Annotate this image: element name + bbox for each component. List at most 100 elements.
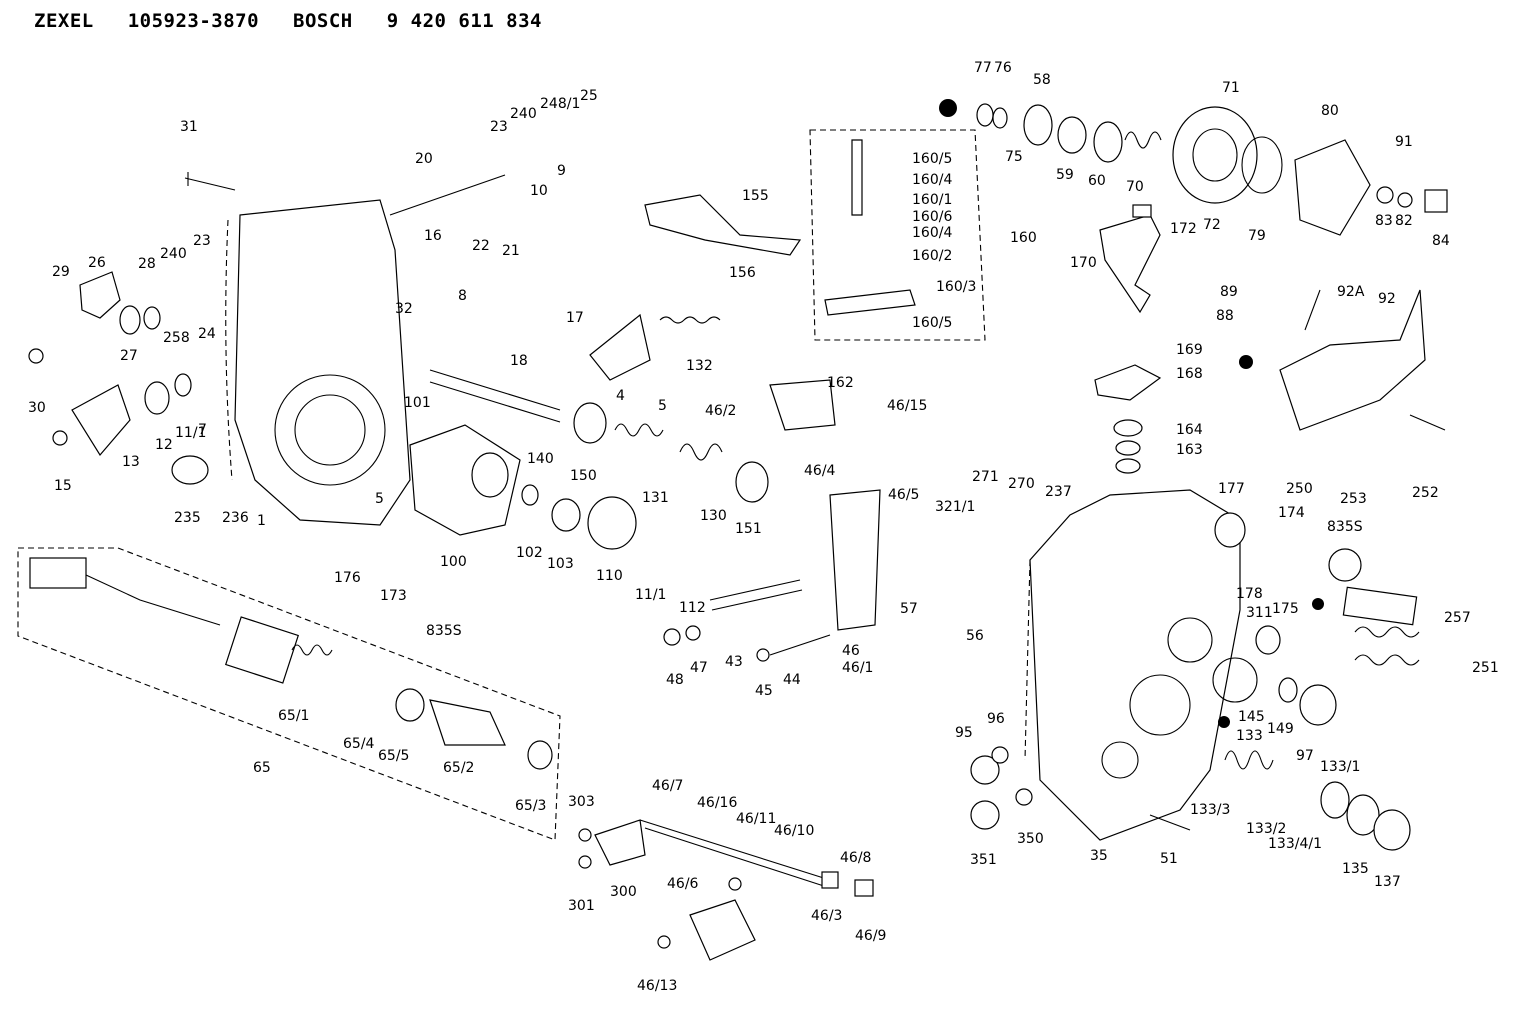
- callout-160-3: 160/3: [936, 279, 976, 295]
- callout-83: 83: [1375, 213, 1393, 229]
- zexel-part-number: 105923-3870: [127, 10, 260, 32]
- callout-176: 176: [334, 570, 361, 586]
- callout-46-5: 46/5: [888, 487, 919, 503]
- callout-65-2: 65/2: [443, 760, 474, 776]
- callout-12: 12: [155, 437, 173, 453]
- callout-250: 250: [1286, 481, 1313, 497]
- callout-9: 9: [557, 163, 566, 179]
- callout-5: 5: [375, 491, 384, 507]
- callout-91: 91: [1395, 134, 1413, 150]
- callout-170: 170: [1070, 255, 1097, 271]
- callout-177: 177: [1218, 481, 1245, 497]
- callout-174: 174: [1278, 505, 1305, 521]
- callout-160-2: 160/2: [912, 248, 952, 264]
- callout-75: 75: [1005, 149, 1023, 165]
- callout-271: 271: [972, 469, 999, 485]
- callout-44: 44: [783, 672, 801, 688]
- callout-160-1: 160/1: [912, 192, 952, 208]
- callout-178: 178: [1236, 586, 1263, 602]
- callout-96: 96: [987, 711, 1005, 727]
- callout-160-4: 160/4: [912, 172, 952, 188]
- callout-46-1: 46/1: [842, 660, 873, 676]
- callout-30: 30: [28, 400, 46, 416]
- callout-130: 130: [700, 508, 727, 524]
- callout-237: 237: [1045, 484, 1072, 500]
- callout-27: 27: [120, 348, 138, 364]
- callout-43: 43: [725, 654, 743, 670]
- callout-7: 7: [198, 422, 207, 438]
- callout-311: 311: [1246, 605, 1273, 621]
- callout-46-6: 46/6: [667, 876, 699, 892]
- callout-46-3: 46/3: [811, 908, 842, 924]
- callout-301: 301: [568, 898, 595, 914]
- callout-100: 100: [440, 554, 467, 570]
- callout-95: 95: [955, 725, 973, 741]
- callout-11-1: 11/1: [635, 587, 666, 603]
- callout-149: 149: [1267, 721, 1294, 737]
- callout-46-10: 46/10: [774, 823, 814, 839]
- solenoid-group-box: [17, 547, 561, 841]
- callout-160-6: 160/6: [912, 209, 952, 225]
- callout-23: 23: [490, 119, 508, 135]
- callout-17: 17: [566, 310, 584, 326]
- callout-46-7: 46/7: [652, 778, 683, 794]
- pump-housing: [234, 199, 411, 526]
- callout-252: 252: [1412, 485, 1439, 501]
- callout-150: 150: [570, 468, 597, 484]
- callout-46-2: 46/2: [705, 403, 736, 419]
- callout-72: 72: [1203, 217, 1221, 233]
- callout-24: 24: [198, 326, 216, 342]
- governor-detail-box: [809, 129, 986, 341]
- callout-101: 101: [404, 395, 431, 411]
- callout-58: 58: [1033, 72, 1051, 88]
- callout-4: 4: [616, 388, 625, 404]
- callout-151: 151: [735, 521, 762, 537]
- callout-28: 28: [138, 256, 156, 272]
- callout-350: 350: [1017, 831, 1044, 847]
- callout-251: 251: [1472, 660, 1499, 676]
- connector-plug: [29, 557, 87, 589]
- parts-artwork: [17, 99, 1448, 961]
- distributor-head: [1029, 489, 1241, 841]
- callout-258: 258: [163, 330, 190, 346]
- callout-131: 131: [642, 490, 669, 506]
- callout-160-5: 160/5: [912, 151, 952, 167]
- callout-59: 59: [1056, 167, 1074, 183]
- callout-79: 79: [1248, 228, 1266, 244]
- callout-82: 82: [1395, 213, 1413, 229]
- callout-10: 10: [530, 183, 548, 199]
- callout-88: 88: [1216, 308, 1234, 324]
- callout-300: 300: [610, 884, 637, 900]
- callout-25: 25: [580, 88, 598, 104]
- callout-46: 46: [842, 643, 860, 659]
- callout-20: 20: [415, 151, 433, 167]
- callout-48: 48: [666, 672, 684, 688]
- callout-65: 65: [253, 760, 271, 776]
- callout-270: 270: [1008, 476, 1035, 492]
- callout-32: 32: [395, 301, 413, 317]
- callout-65-1: 65/1: [278, 708, 309, 724]
- callout-46-8: 46/8: [840, 850, 871, 866]
- callout-5: 5: [658, 398, 667, 414]
- callout-160-5: 160/5: [912, 315, 952, 331]
- callout-70: 70: [1126, 179, 1144, 195]
- drive-shaft: [429, 369, 561, 423]
- header: ZEXEL 105923-3870 BOSCH 9 420 611 834: [34, 10, 542, 32]
- callout-835s: 835S: [426, 623, 462, 639]
- callout-60: 60: [1088, 173, 1106, 189]
- callout-248-1: 248/1: [540, 96, 580, 112]
- callout-16: 16: [424, 228, 442, 244]
- callout-112: 112: [679, 600, 706, 616]
- callout-21: 21: [502, 243, 520, 259]
- callout-46-4: 46/4: [804, 463, 836, 479]
- callout-23: 23: [193, 233, 211, 249]
- callout-65-4: 65/4: [343, 736, 375, 752]
- callout-92a: 92A: [1337, 284, 1365, 300]
- maker-bosch: BOSCH: [293, 10, 353, 32]
- callout-175: 175: [1272, 601, 1299, 617]
- callout-46-16: 46/16: [697, 795, 737, 811]
- callout-160-4: 160/4: [912, 225, 952, 241]
- bosch-part-number: 9 420 611 834: [386, 10, 542, 32]
- roller-holder: [409, 424, 521, 536]
